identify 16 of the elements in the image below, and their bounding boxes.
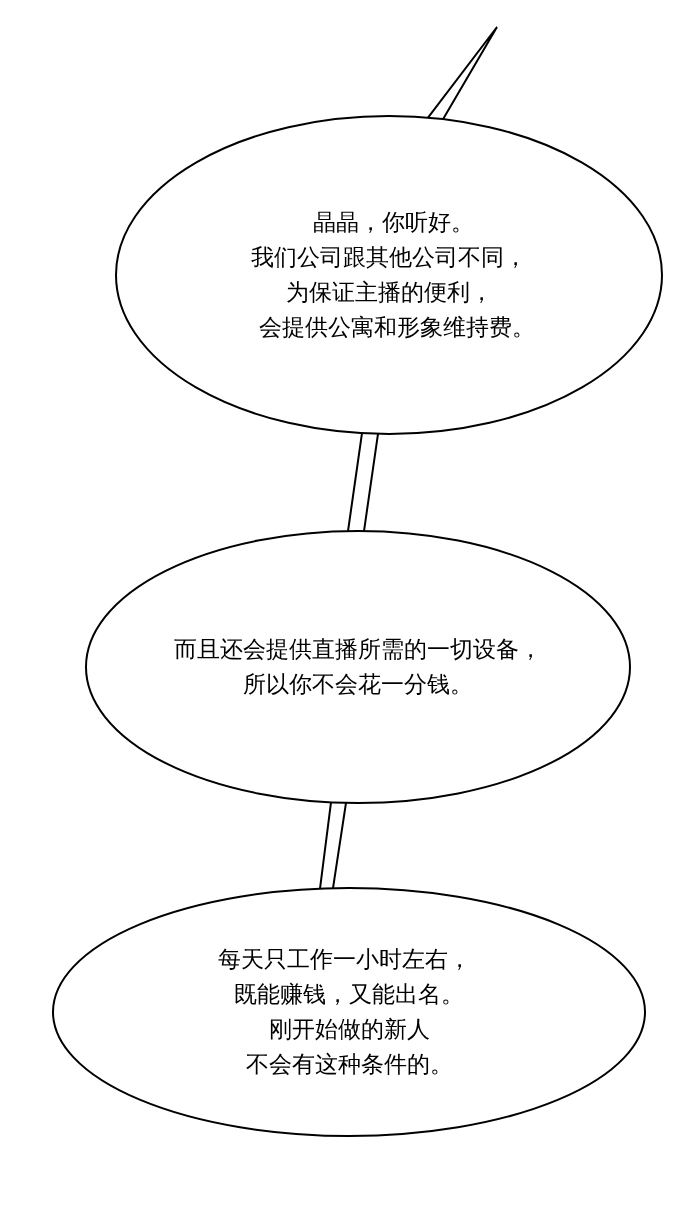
dialogue-text: 既能赚钱，又能出名。: [234, 980, 464, 1009]
dialogue-text: 每天只工作一小时左右，: [217, 945, 471, 974]
dialogue-text: 为保证主播的便利，: [285, 278, 493, 307]
speech-bubble: [115, 115, 663, 435]
speech-tail: [319, 801, 347, 890]
speech-bubble: [85, 530, 631, 804]
dialogue-text: 不会有这种条件的。: [245, 1050, 453, 1079]
dialogue-text: 所以你不会花一分钱。: [243, 670, 473, 699]
dialogue-text: 而且还会提供直播所需的一切设备，: [174, 635, 542, 664]
dialogue-text: 晶晶，你听好。: [312, 208, 474, 237]
speech-bubble: [52, 887, 646, 1137]
speech-tail: [347, 432, 379, 533]
dialogue-text: 我们公司跟其他公司不同，: [251, 243, 527, 272]
dialogue-text: 刚开始做的新人: [268, 1015, 430, 1044]
dialogue-text: 会提供公寓和形象维持费。: [259, 313, 535, 342]
speech-tail: [427, 26, 498, 121]
